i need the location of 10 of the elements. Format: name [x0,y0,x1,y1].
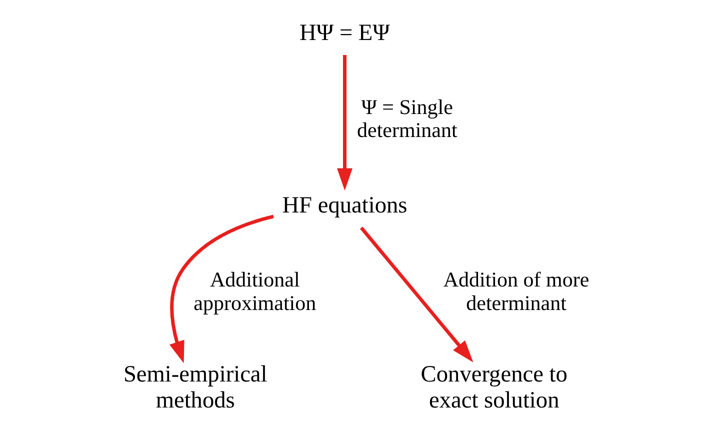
node-text: Semi-empirical methods [122,362,267,414]
edge-label: Ψ = Single determinant [356,94,457,142]
arrow [169,214,274,364]
node-text: Convergence to exact solution [420,362,567,414]
arrow [359,226,473,362]
node-text: HΨ = EΨ [299,20,390,46]
edge-label: Additional approximation [193,267,316,315]
node-text: HF equations [282,192,407,218]
edge-label: Addition of more determinant [442,267,589,315]
arrow [336,54,352,191]
